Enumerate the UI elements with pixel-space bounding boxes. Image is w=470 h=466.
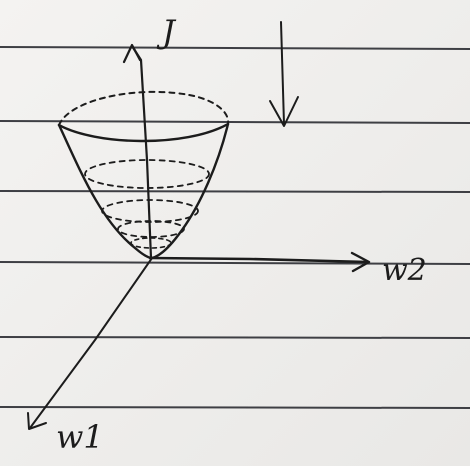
- w1-axis-label: w1: [56, 418, 104, 456]
- ruled-line: [0, 336, 470, 339]
- j-axis-label: J: [156, 13, 177, 51]
- cost-bowl: [57, 90, 230, 260]
- contour-level-2: [101, 199, 199, 223]
- w1-axis-arrowhead: [27, 412, 47, 430]
- w2-axis: [148, 251, 371, 273]
- j-axis: [122, 43, 153, 260]
- j-axis-arrowhead: [122, 43, 142, 64]
- ruled-line: [0, 261, 470, 265]
- w2-axis-arrowhead: [350, 251, 371, 273]
- ruled-line: [0, 190, 470, 193]
- bowl-rim-front: [57, 122, 230, 143]
- ruled-line: [0, 406, 470, 409]
- ruled-line: [0, 120, 470, 124]
- w2-axis-label: w2: [382, 253, 427, 288]
- bowl-right-wall: [150, 122, 230, 260]
- contour-level-3: [117, 220, 185, 238]
- contour-level-4: [130, 237, 172, 249]
- ruled-lines: [0, 46, 470, 409]
- down-arrow-icon: [269, 21, 299, 127]
- ruled-line: [0, 46, 470, 50]
- bowl-rim-back: [58, 90, 230, 126]
- contour-level-1: [84, 159, 210, 189]
- bowl-left-wall: [57, 123, 154, 260]
- w1-axis: [27, 257, 153, 430]
